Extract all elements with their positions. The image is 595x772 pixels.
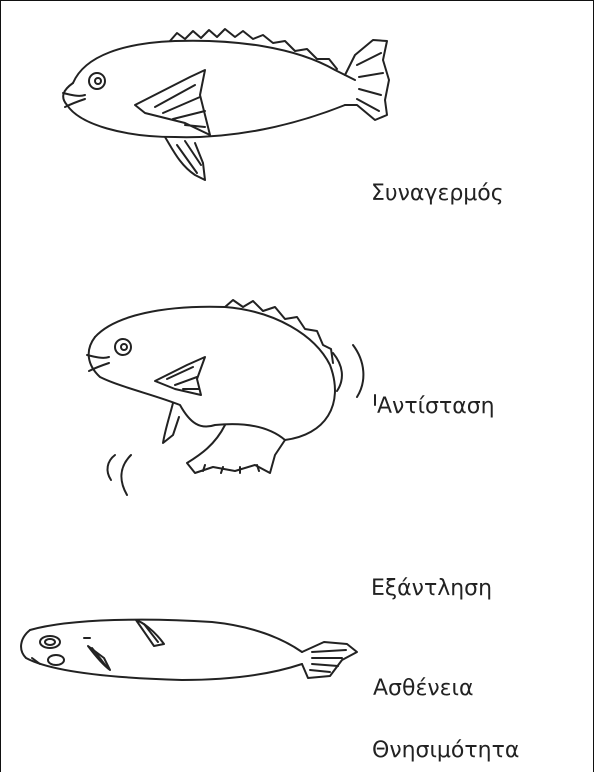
stage-label-resistance: Αντίσταση [377,396,495,418]
sick-fish-icon [12,608,362,698]
stage-label-alarm: Συναγερμός [371,183,504,205]
stage-label-mortality: Θνησιμότητα [372,740,519,762]
resisting-fish-icon [75,295,395,500]
stage-label-disease: Ασθένεια [373,678,473,700]
stage-label-exhaustion: Εξάντληση [371,578,492,600]
alert-fish-icon [45,25,395,190]
